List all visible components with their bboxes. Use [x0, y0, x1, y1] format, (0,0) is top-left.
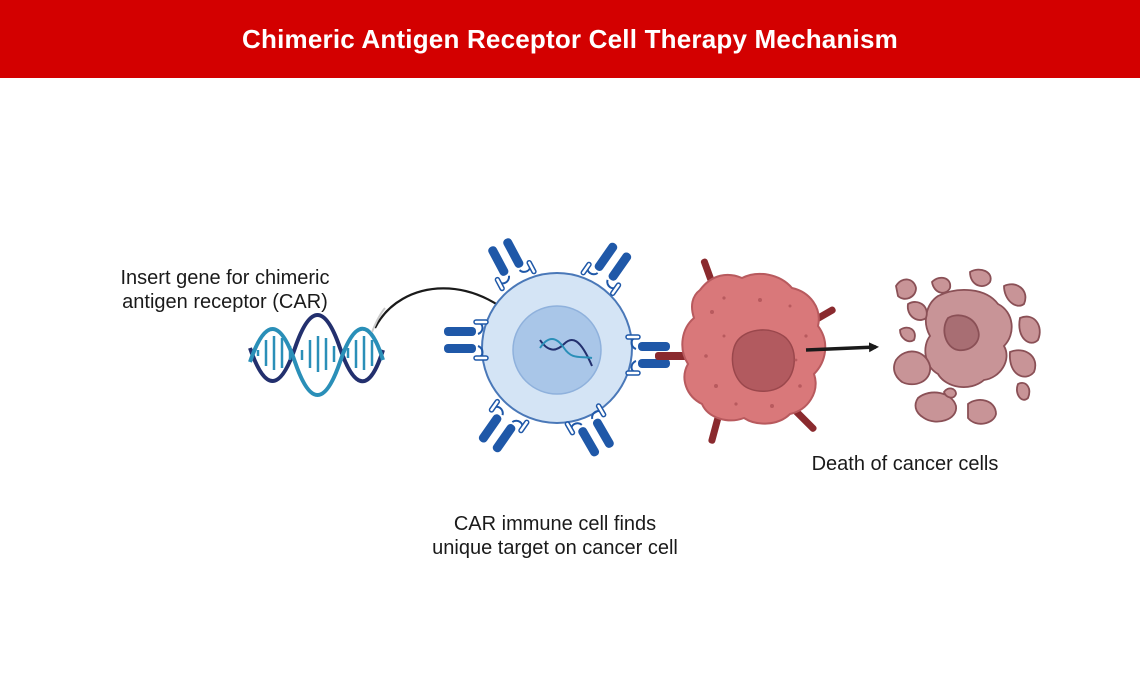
insert-gene-label: Insert gene for chimeric antigen recepto…: [80, 266, 370, 314]
kill-arrow-icon: [805, 342, 879, 353]
car-cell-label-line-1: CAR immune cell finds: [453, 513, 657, 535]
dead-cell-debris-icon: [893, 268, 1041, 425]
car-cell-label-line-2: unique target on cancer cell: [432, 537, 678, 559]
dna-strand-icon: [248, 313, 385, 397]
death-label: Death of cancer cells: [811, 453, 999, 475]
page-title: Chimeric Antigen Receptor Cell Therapy M…: [242, 23, 898, 54]
insert-gene-label-line-2: antigen receptor (CAR): [122, 291, 328, 313]
cancer-cell-icon: [655, 258, 836, 444]
immune-cell-icon: [443, 232, 671, 463]
insert-gene-label-line-1: Insert gene for chimeric: [120, 267, 330, 289]
header-banner: Chimeric Antigen Receptor Cell Therapy M…: [0, 0, 1140, 78]
car-cell-label: CAR immune cell finds unique target on c…: [380, 512, 730, 560]
